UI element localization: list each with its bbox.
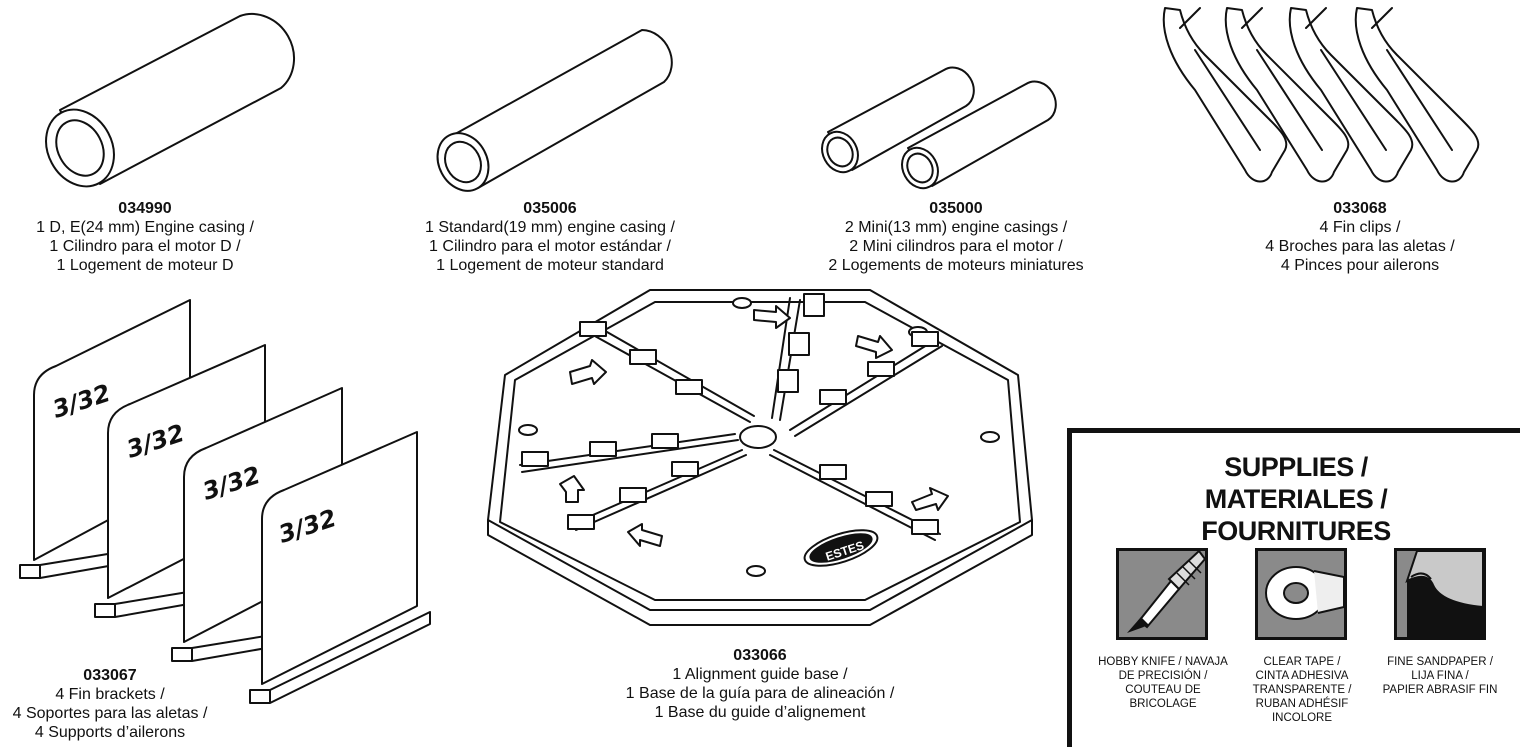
engine-casing-mini-drawing xyxy=(821,66,1057,190)
caption-034990: 034990 1 D, E(24 mm) Engine casing / 1 C… xyxy=(10,199,280,275)
caption-line: 1 Base du guide d’alignement xyxy=(654,704,866,721)
part-number: 033066 xyxy=(733,647,787,664)
caption-line: 4 Pinces pour ailerons xyxy=(1280,257,1440,274)
part-number: 033067 xyxy=(83,667,137,684)
caption-line: 4 Fin clips / xyxy=(1319,219,1401,236)
caption-line: 4 Fin brackets / xyxy=(55,686,165,703)
supplies-title: SUPPLIES / MATERIALES / FOURNITURES xyxy=(1072,451,1520,547)
fin-brackets-drawing xyxy=(19,299,431,704)
supplies-title-line: MATERIALES / xyxy=(1204,484,1388,514)
supplies-title-line: SUPPLIES / xyxy=(1224,452,1368,482)
label-line: RUBAN ADHÉSIF xyxy=(1255,698,1349,710)
clear-tape-icon xyxy=(1255,548,1347,640)
clear-tape-label: CLEAR TAPE / CINTA ADHESIVA TRANSPARENTE… xyxy=(1227,655,1377,725)
alignment-guide-base-drawing xyxy=(487,289,1033,626)
engine-casing-standard-drawing xyxy=(436,29,673,192)
supplies-box: SUPPLIES / MATERIALES / FOURNITURES HOBB… xyxy=(1067,428,1520,747)
caption-033067: 033067 4 Fin brackets / 4 Soportes para … xyxy=(0,666,220,742)
fin-clips-drawing xyxy=(1162,7,1480,183)
label-line: LIJA FINA / xyxy=(1411,670,1469,682)
caption-line: 1 Logement de moteur D xyxy=(56,257,234,274)
caption-line: 1 D, E(24 mm) Engine casing / xyxy=(36,219,254,236)
hobby-knife-label: HOBBY KNIFE / NAVAJA DE PRECISIÓN / COUT… xyxy=(1088,655,1238,711)
sandpaper-icon xyxy=(1394,548,1486,640)
label-line: COUTEAU DE xyxy=(1125,684,1201,696)
caption-line: 1 Standard(19 mm) engine casing / xyxy=(425,219,675,236)
label-line: DE PRECISIÓN / xyxy=(1118,670,1208,682)
caption-035006: 035006 1 Standard(19 mm) engine casing /… xyxy=(400,199,700,275)
caption-line: 4 Soportes para las aletas / xyxy=(12,705,208,722)
label-line: FINE SANDPAPER / xyxy=(1387,656,1493,668)
label-line: INCOLORE xyxy=(1271,712,1333,724)
label-line: CINTA ADHESIVA xyxy=(1255,670,1349,682)
caption-line: 4 Broches para las aletas / xyxy=(1265,238,1455,255)
caption-033068: 033068 4 Fin clips / 4 Broches para las … xyxy=(1240,199,1480,275)
caption-line: 1 Base de la guía para de alineación / xyxy=(625,685,895,702)
caption-line: 2 Logements de moteurs miniatures xyxy=(828,257,1084,274)
part-number: 033068 xyxy=(1333,200,1387,217)
caption-line: 1 Alignment guide base / xyxy=(672,666,848,683)
caption-line: 1 Cilindro para el motor estándar / xyxy=(429,238,671,255)
part-number: 034990 xyxy=(118,200,172,217)
sandpaper-label: FINE SANDPAPER / LIJA FINA / PAPIER ABRA… xyxy=(1365,655,1515,697)
caption-line: 4 Supports d’ailerons xyxy=(34,724,186,741)
label-line: CLEAR TAPE / xyxy=(1263,656,1341,668)
part-number: 035006 xyxy=(523,200,577,217)
label-line: BRICOLAGE xyxy=(1129,698,1197,710)
label-line: HOBBY KNIFE / NAVAJA xyxy=(1098,656,1228,668)
label-line: PAPIER ABRASIF FIN xyxy=(1382,684,1498,696)
caption-line: 2 Mini cilindros para el motor / xyxy=(849,238,1063,255)
caption-line: 2 Mini(13 mm) engine casings / xyxy=(844,219,1068,236)
caption-035000: 035000 2 Mini(13 mm) engine casings / 2 … xyxy=(800,199,1112,275)
caption-033066: 033066 1 Alignment guide base / 1 Base d… xyxy=(600,646,920,722)
hobby-knife-icon xyxy=(1116,548,1208,640)
label-line: TRANSPARENTE / xyxy=(1252,684,1352,696)
engine-casing-d-drawing xyxy=(45,13,295,188)
caption-line: 1 Cilindro para el motor D / xyxy=(49,238,241,255)
supplies-title-line: FOURNITURES xyxy=(1201,516,1391,546)
part-number: 035000 xyxy=(929,200,983,217)
caption-line: 1 Logement de moteur standard xyxy=(436,257,664,274)
